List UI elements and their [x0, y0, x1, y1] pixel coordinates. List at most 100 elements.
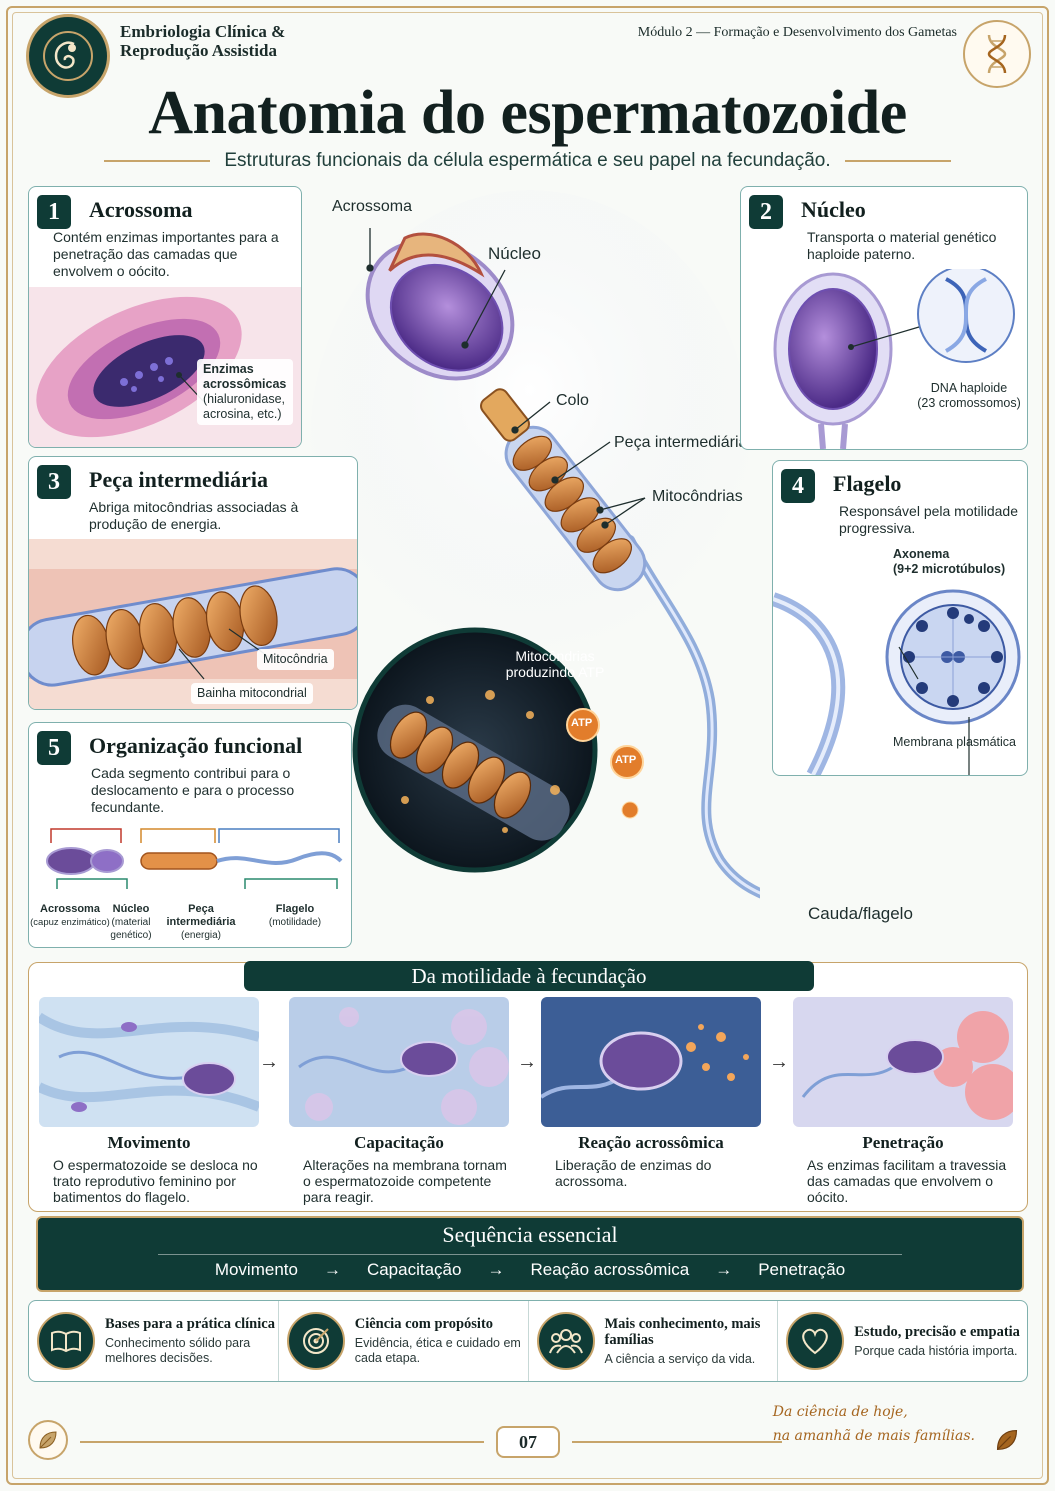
acrosome-enzymes-label: Enzimas acrossômicas (hialuronidase, acr… — [197, 359, 293, 425]
stage-movimento: Movimento O espermatozoide se desloca no… — [39, 997, 259, 1205]
segment-detail: (capuz enzimático) — [30, 917, 110, 928]
people-icon — [536, 1312, 595, 1370]
stage-desc: As enzimas facilitam a travessia das cam… — [807, 1157, 1007, 1205]
card-title: Flagelo — [833, 471, 902, 496]
label-acrossoma: Acrossoma — [332, 198, 413, 215]
dna-haploid-label: DNA haploide (23 cromossomos) — [917, 381, 1021, 411]
sequence-arrow: → — [715, 1260, 733, 1279]
stage-title: Movimento — [107, 1133, 191, 1152]
card-nucleo: 2 Núcleo Transporta o material genético … — [740, 186, 1028, 450]
stage-desc: Liberação de enzimas do acrossoma. — [555, 1157, 712, 1189]
footer-rule-left — [80, 1441, 484, 1443]
segment-name: Acrossoma — [40, 903, 100, 915]
sequence-divider — [158, 1254, 902, 1255]
stage-image — [793, 997, 1013, 1127]
card-number: 5 — [37, 731, 71, 765]
label-cauda-flagelo: Cauda/flagelo — [808, 904, 913, 923]
stage-penetracao: Penetração As enzimas facilitam a traves… — [793, 997, 1013, 1205]
sequence-arrow: → — [487, 1260, 505, 1279]
page-subtitle: Estruturas funcionais da célula espermát… — [224, 150, 831, 171]
flagellum-cross-section-illustration — [773, 589, 1021, 775]
sperm-illustration — [310, 190, 760, 899]
segment-detail: (motilidade) — [268, 917, 322, 928]
label-detail: (23 cromossomos) — [917, 396, 1021, 410]
sequence-title: Sequência essencial — [442, 1222, 618, 1247]
page-frame — [6, 6, 1049, 1485]
brand-name: Embriologia Clínica & Reprodução Assisti… — [120, 22, 285, 60]
card-peca-intermediaria: 3 Peça intermediária Abriga mitocôndrias… — [28, 456, 358, 710]
card-title: Núcleo — [801, 197, 866, 222]
segment-detail: (energia) — [180, 930, 222, 941]
motility-section: Da motilidade à fecundação Movimento O e… — [28, 961, 1028, 1212]
sequence-step: Capacitação — [366, 1260, 462, 1279]
mitochondria-label: Mitocôndria — [257, 649, 334, 670]
leaf-icon — [28, 1420, 68, 1460]
label-title: DNA haploide — [930, 381, 1008, 395]
stage-arrow: → — [517, 1051, 537, 1073]
label-detail: (9+2 microtúbulos) — [893, 562, 1006, 576]
card-flagelo: 4 Flagelo Responsável pela motilidade pr… — [772, 460, 1028, 776]
card-title: Organização funcional — [89, 733, 303, 758]
segment-nucleo: Núcleo (material genético) — [103, 903, 159, 942]
subtitle-row: Estruturas funcionais da célula espermát… — [104, 150, 952, 172]
card-number: 1 — [37, 195, 71, 229]
value-title: Bases para a prática clínica — [105, 1316, 275, 1332]
subtitle-rule-left — [104, 160, 211, 162]
segment-name: Núcleo — [112, 903, 150, 915]
plasma-membrane-label: Membrana plasmática — [893, 735, 1016, 749]
page-frame-inner — [12, 12, 1043, 1479]
sequence-step: Reação acrossômica — [530, 1260, 690, 1279]
book-icon — [37, 1312, 95, 1370]
card-number: 4 — [781, 469, 815, 503]
label-title: Enzimas acrossômicas — [203, 362, 287, 391]
stage-image — [289, 997, 509, 1127]
sequence-step: Penetração — [758, 1260, 846, 1279]
stage-image — [39, 997, 259, 1127]
label-mitocondrias: Mitocôndrias — [652, 488, 743, 505]
value-desc: Conhecimento sólido para melhores decisõ… — [105, 1336, 251, 1365]
stage-title: Reação acrossômica — [578, 1133, 724, 1152]
stage-capacitacao: Capacitação Alterações na membrana torna… — [289, 997, 509, 1205]
card-acrossoma: 1 Acrossoma Contém enzimas importantes p… — [28, 186, 302, 448]
card-title: Acrossoma — [89, 197, 193, 222]
nucleus-illustration — [773, 269, 1015, 449]
subtitle-rule-right — [844, 160, 952, 162]
label-mitocondrias-atp: Mitocôndrias produzindo ATP — [505, 648, 605, 680]
page-number: 07 — [496, 1426, 560, 1458]
target-icon — [286, 1312, 345, 1370]
module-label: Módulo 2 — Formação e Desenvolvimento do… — [637, 25, 957, 40]
segment-name: Peça intermediária — [166, 903, 236, 928]
motto-line-1: Da ciência de hoje, — [772, 1404, 908, 1420]
segment-diagram — [46, 828, 343, 889]
page-title: Anatomia do espermatozoide — [148, 79, 907, 147]
embryo-logo-icon — [26, 14, 110, 98]
label-title: Axonema — [893, 547, 950, 561]
segment-acrossoma: Acrossoma (capuz enzimático) — [29, 903, 115, 929]
label-detail: (hialuronidase, acrosina, etc.) — [203, 392, 285, 421]
leaf-icon — [987, 1420, 1027, 1460]
stage-desc: Alterações na membrana tornam o espermat… — [303, 1157, 507, 1205]
stage-arrow: → — [259, 1051, 279, 1073]
card-desc: Transporta o material genético haploide … — [807, 229, 997, 262]
segment-flagelo: Flagelo (motilidade) — [257, 903, 333, 929]
stage-reacao-acrossomica: Reação acrossômica Liberação de enzimas … — [541, 997, 761, 1189]
card-desc: Contém enzimas importantes para a penetr… — [53, 229, 279, 279]
card-title: Peça intermediária — [89, 467, 268, 492]
sequence-arrow: → — [323, 1260, 341, 1279]
sequence-step: Movimento — [214, 1260, 298, 1279]
value-title: Ciência com propósito — [354, 1316, 494, 1332]
motto: Da ciência de hoje, na amanhã de mais fa… — [773, 1400, 975, 1448]
segment-name: Flagelo — [275, 903, 315, 915]
value-desc: Evidência, ética e cuidado em cada etapa… — [354, 1336, 521, 1365]
motto-line-2: na amanhã de mais famílias. — [772, 1428, 975, 1444]
card-desc: Responsável pela motilidade progressiva. — [839, 503, 1018, 536]
stage-title: Capacitação — [354, 1133, 444, 1152]
segment-peca: Peça intermediária (energia) — [161, 903, 241, 942]
stage-arrow: → — [769, 1051, 789, 1073]
stage-title: Penetração — [862, 1133, 944, 1152]
label-colo: Colo — [556, 392, 589, 409]
stage-desc: O espermatozoide se desloca no trato rep… — [53, 1157, 258, 1205]
card-desc: Abriga mitocôndrias associadas à produçã… — [89, 499, 299, 532]
